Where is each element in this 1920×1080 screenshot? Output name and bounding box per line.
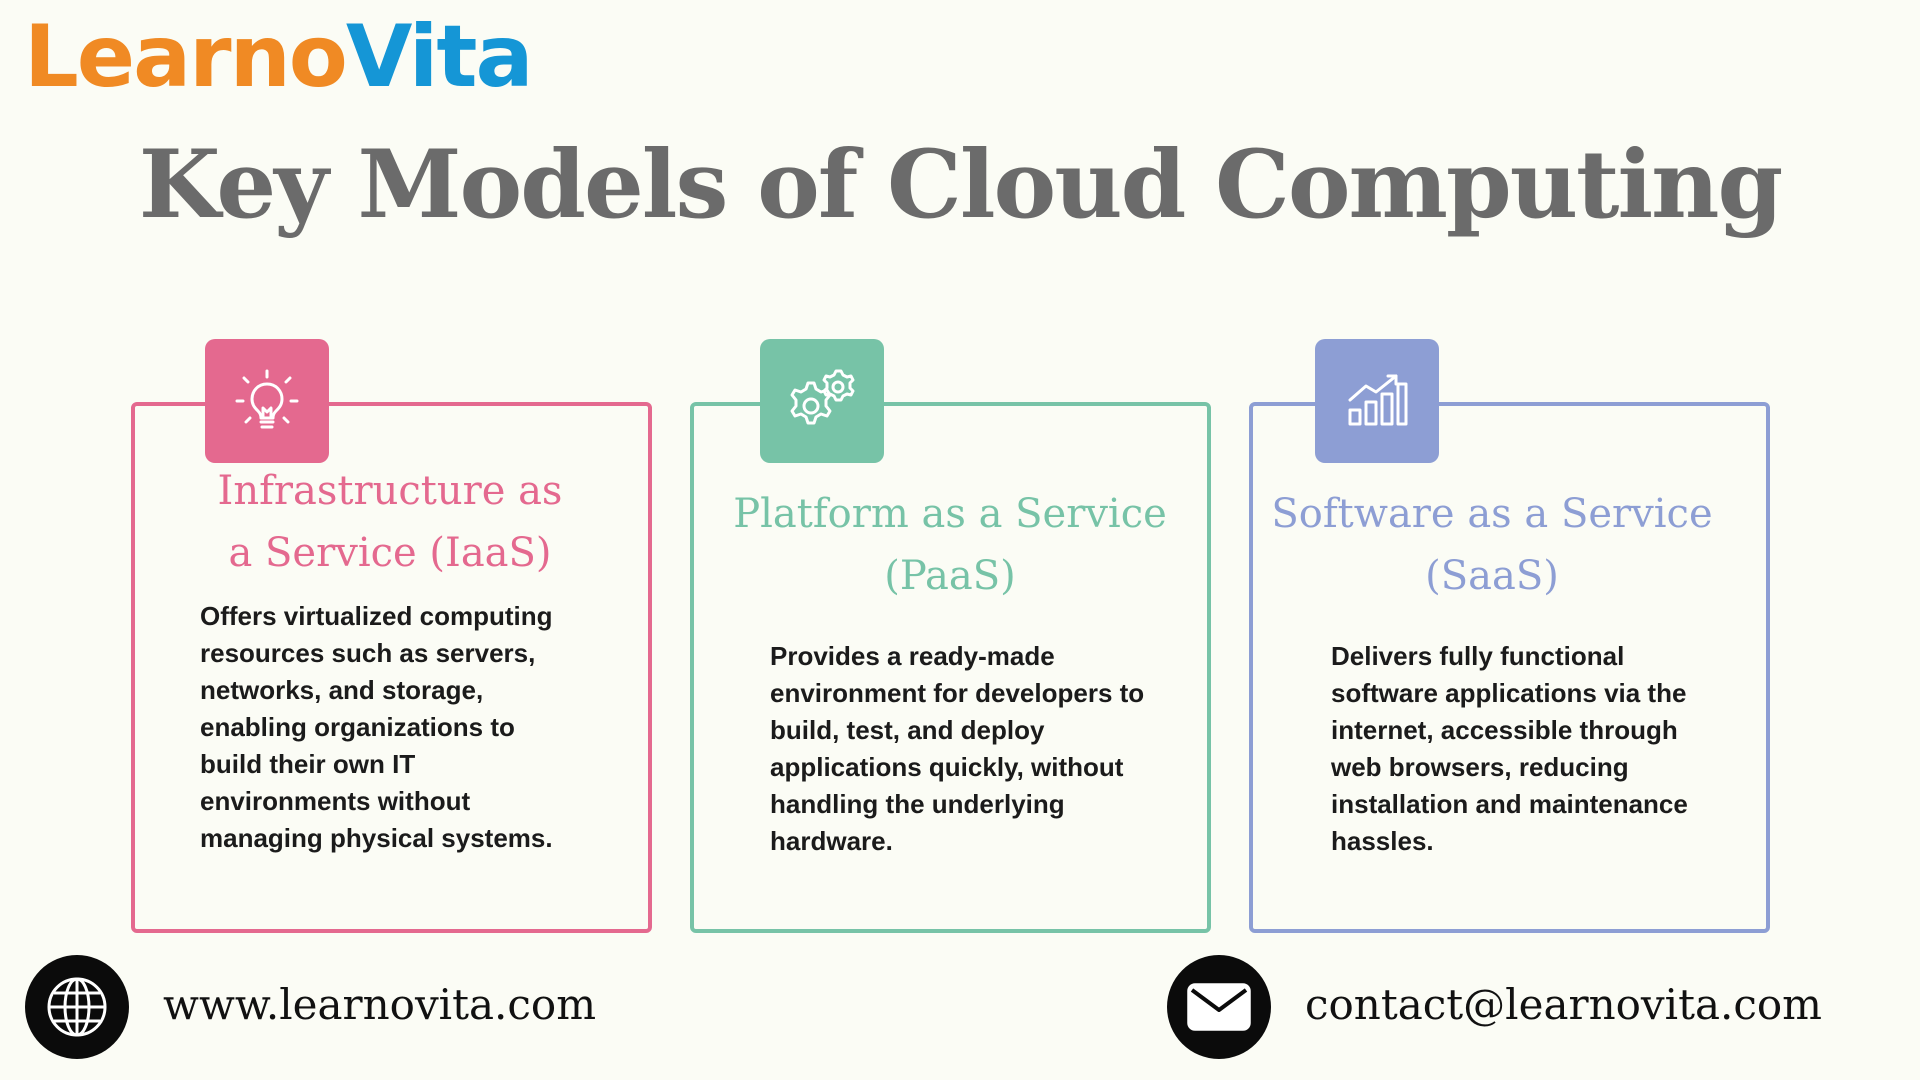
page-title: Key Models of Cloud Computing xyxy=(138,130,1784,240)
lightbulb-icon xyxy=(205,339,329,463)
globe-icon xyxy=(25,955,129,1059)
card-description-saas: Delivers fully functional software appli… xyxy=(1331,641,1688,856)
card-saas xyxy=(1249,402,1770,933)
card-title-paas: Platform as a Service (PaaS) xyxy=(733,491,1167,599)
growth-chart-icon xyxy=(1315,339,1439,463)
card-title-iaas: Infrastructure as a Service (IaaS) xyxy=(217,468,563,576)
gears-icon xyxy=(760,339,884,463)
logo-part-learno: Learno xyxy=(24,7,348,107)
envelope-icon xyxy=(1167,955,1271,1059)
card-paas xyxy=(690,402,1211,933)
brand-logo: LearnoVita xyxy=(24,14,534,100)
card-title-saas: Software as a Service (SaaS) xyxy=(1271,491,1713,599)
email-link[interactable]: contact@learnovita.com xyxy=(1305,980,1822,1029)
card-iaas xyxy=(131,402,652,933)
card-description-paas: Provides a ready-made environment for de… xyxy=(770,641,1145,856)
card-description-iaas: Offers virtualized computing resources s… xyxy=(200,601,553,853)
website-link[interactable]: www.learnovita.com xyxy=(163,980,597,1029)
logo-part-vita: Vita xyxy=(345,7,534,107)
